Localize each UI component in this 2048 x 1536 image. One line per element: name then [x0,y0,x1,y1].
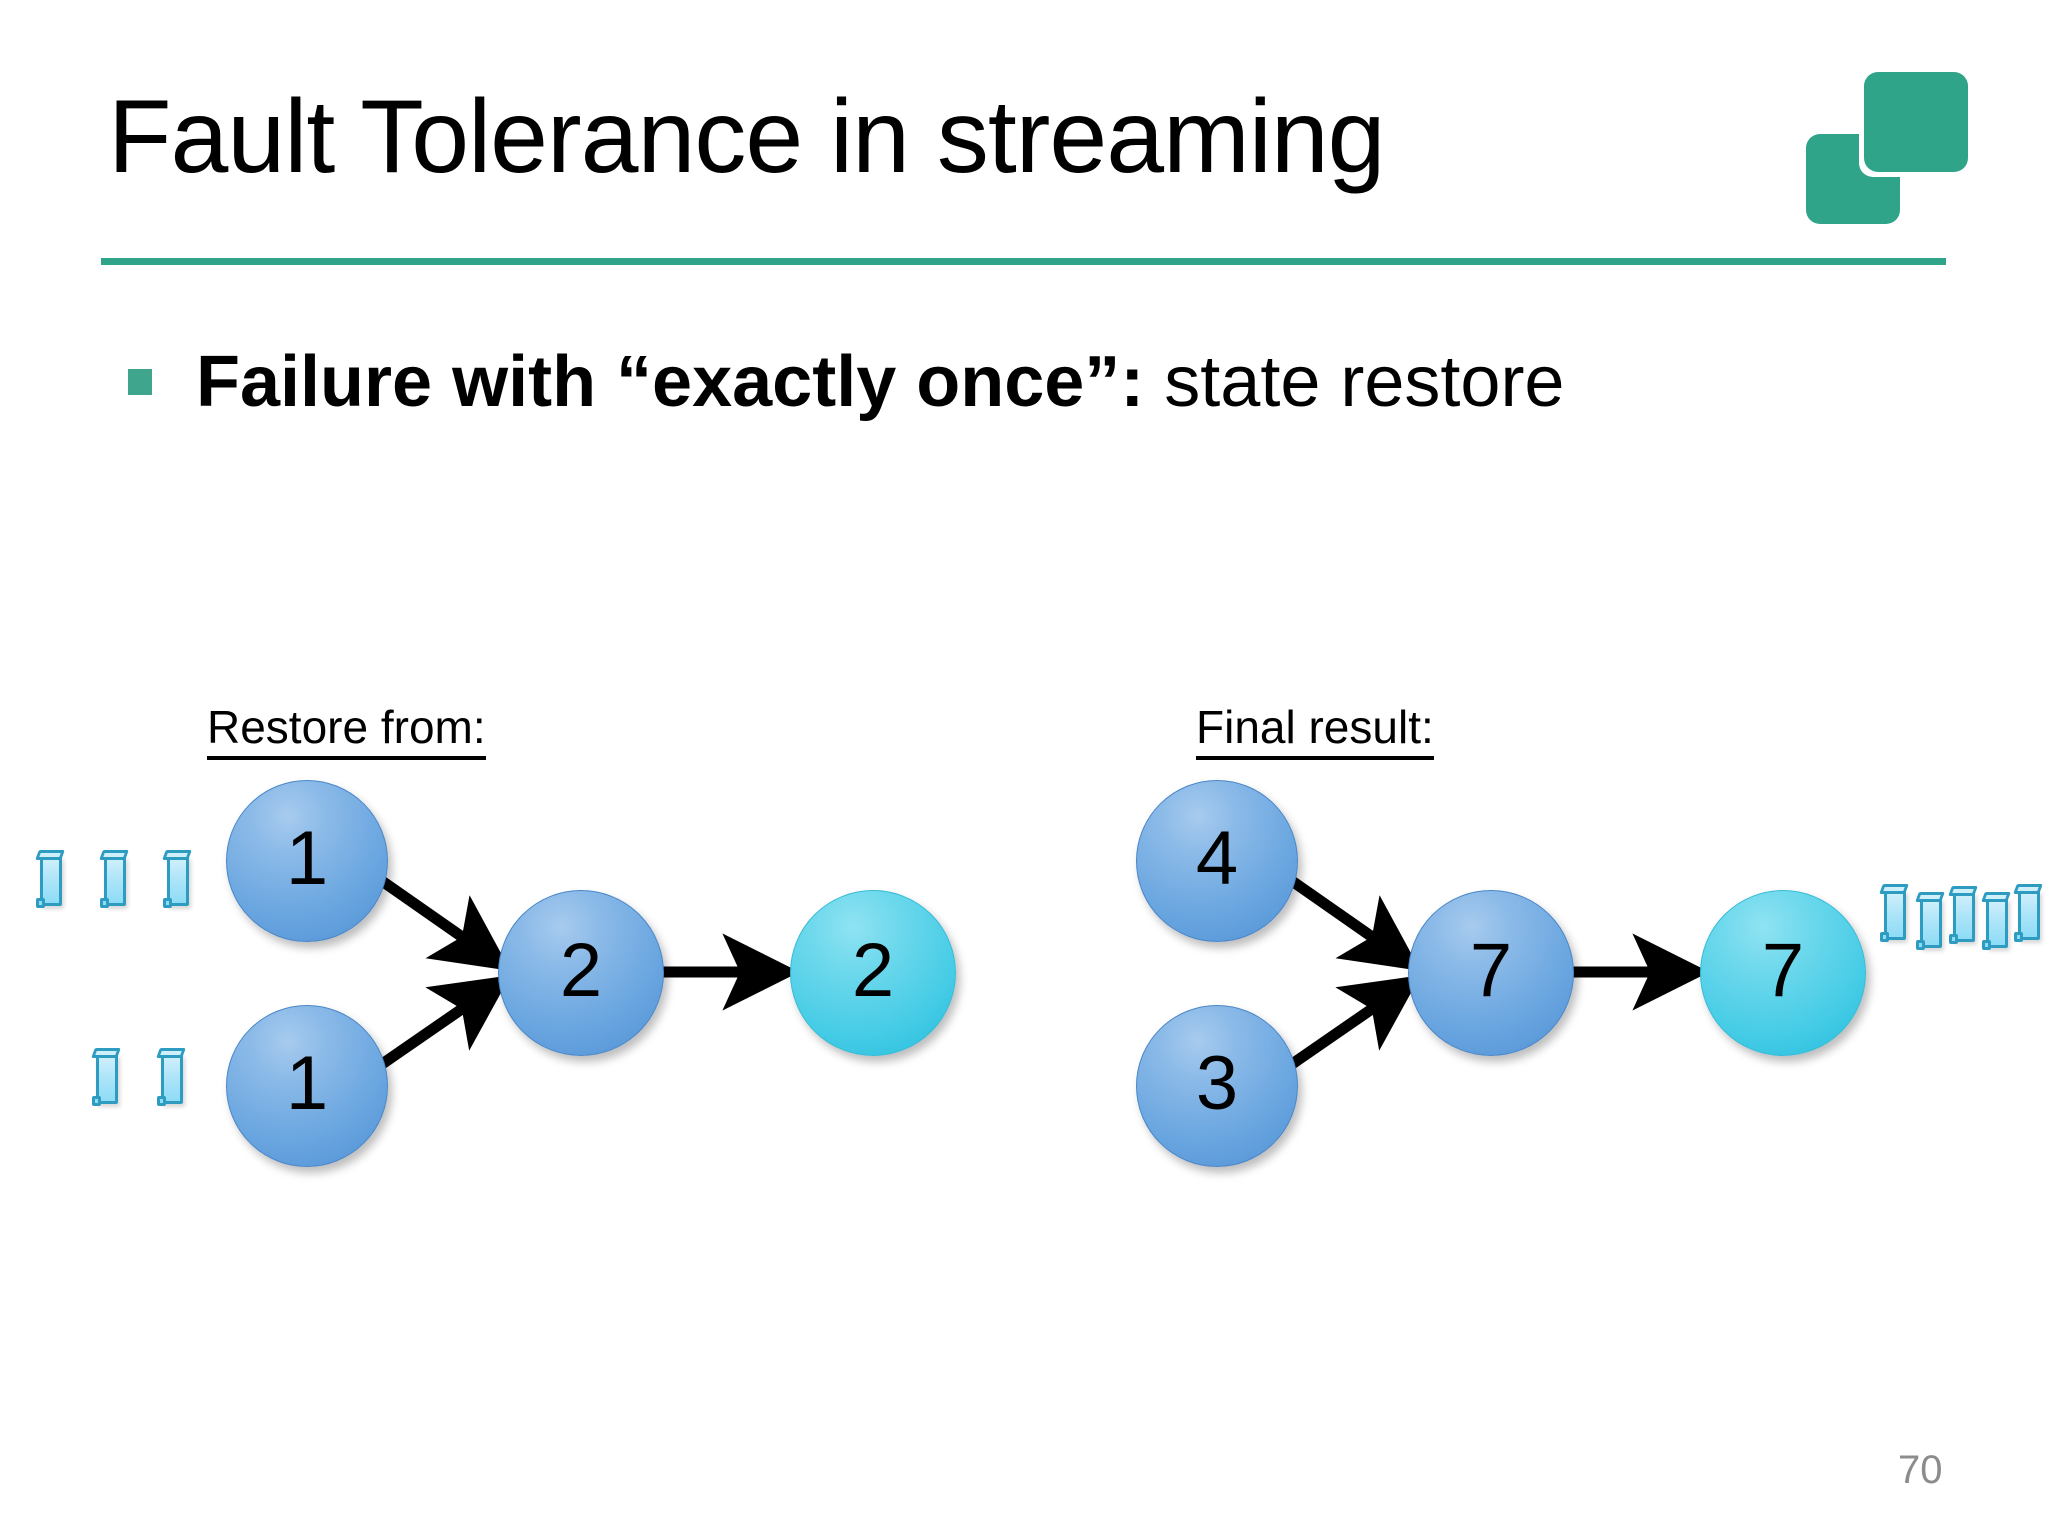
record-top [1981,892,2011,902]
record-icon [91,1048,121,1106]
diagram-label-restore-from: Restore from: [207,700,486,760]
record-top [1915,892,1945,902]
node-value: 7 [1469,928,1513,1013]
bullet-text-bold: Failure with “exactly once”: [196,342,1145,422]
record-tab [36,898,45,908]
bullet-marker-icon [128,369,152,395]
record-top [91,1048,121,1058]
record-tab [157,1096,166,1106]
record-tab [100,898,109,908]
record-tab [1949,934,1958,944]
node-source-bottom[interactable]: 1 [226,1005,388,1167]
record-icon [1981,892,2011,950]
record-icon [99,850,129,908]
record-tab [2014,932,2023,942]
node-value: 1 [285,816,329,901]
record-icon [35,850,65,908]
record-icon [2013,884,2043,942]
node-sink[interactable]: 7 [1700,890,1866,1056]
page-number: 70 [1898,1448,1943,1492]
node-value: 4 [1195,816,1239,901]
bullet-item: Failure with “exactly once”: state resto… [128,340,1978,424]
title-divider [101,258,1946,265]
record-icon [1948,886,1978,944]
page-title: Fault Tolerance in streaming [108,79,1386,195]
record-top [156,1048,186,1058]
node-value: 3 [1195,1041,1239,1126]
record-top [1879,884,1909,894]
record-top [162,850,192,860]
record-tab [1916,940,1925,950]
node-value: 2 [559,928,603,1013]
record-tab [1880,932,1889,942]
node-value: 2 [851,928,895,1013]
node-value: 1 [285,1041,329,1126]
node-source-top[interactable]: 4 [1136,780,1298,942]
bullet-text-normal: state restore [1144,342,1565,422]
record-top [35,850,65,860]
record-icon [162,850,192,908]
node-source-bottom[interactable]: 3 [1136,1005,1298,1167]
node-aggregate[interactable]: 7 [1408,890,1574,1056]
record-tab [92,1096,101,1106]
node-source-top[interactable]: 1 [226,780,388,942]
record-top [99,850,129,860]
record-top [1948,886,1978,896]
bullet-text: Failure with “exactly once”: state resto… [196,340,1564,424]
record-icon [1915,892,1945,950]
node-value: 7 [1761,928,1805,1013]
logo-square-front [1864,72,1968,172]
diagram-label-final-result: Final result: [1196,700,1434,760]
record-top [2013,884,2043,894]
record-icon [1879,884,1909,942]
record-tab [163,898,172,908]
record-icon [156,1048,186,1106]
record-tab [1982,940,1991,950]
overlapping-squares-logo-icon [1806,72,1968,224]
node-aggregate[interactable]: 2 [498,890,664,1056]
node-sink[interactable]: 2 [790,890,956,1056]
